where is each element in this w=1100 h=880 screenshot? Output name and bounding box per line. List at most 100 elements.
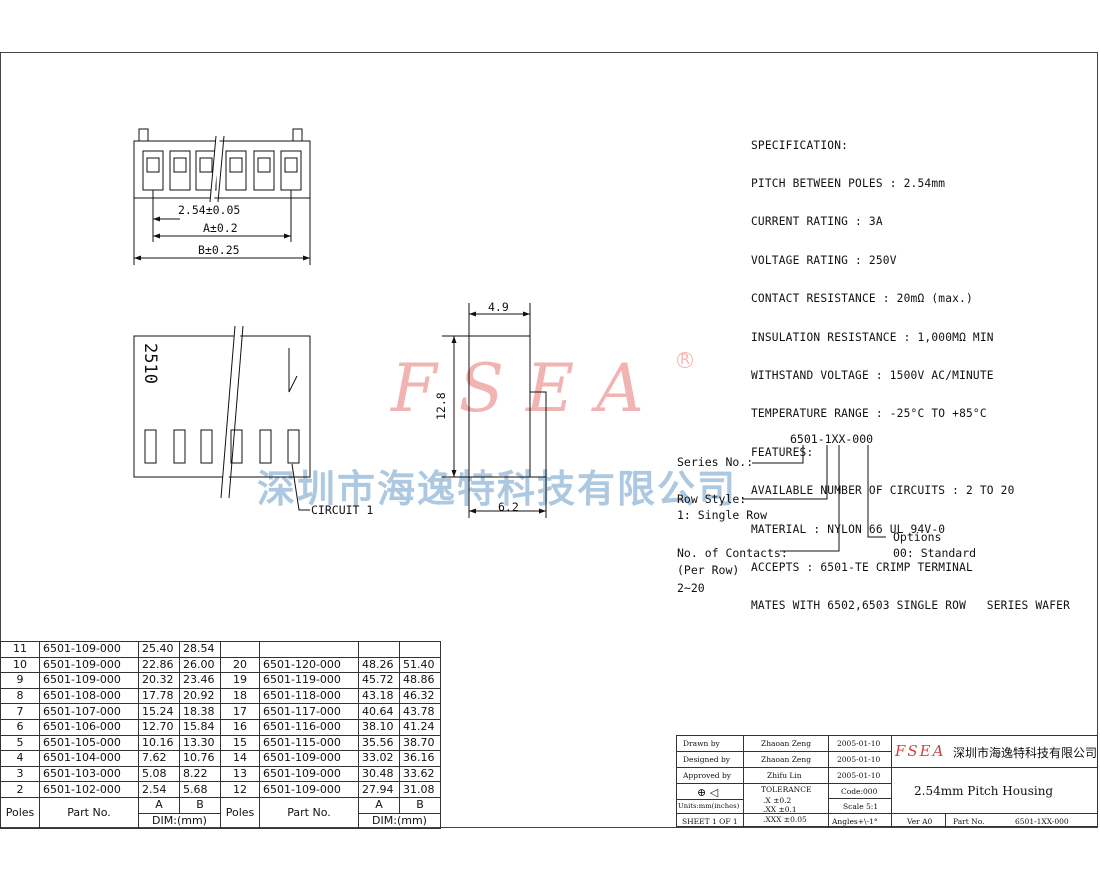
header-b: B (179, 796, 221, 814)
spec-line: MATES WITH 6502,6503 SINGLE ROW SERIES W… (751, 599, 1071, 613)
table-cell: 17 (220, 703, 260, 720)
title-block: Drawn by Zhaoan Zeng 2005-01-10 Designed… (676, 735, 1098, 828)
header-part-no: Part No. (259, 796, 359, 830)
table-cell: 6501-109-000 (39, 641, 139, 658)
dim-pitch: 2.54±0.05 (178, 203, 241, 217)
header-a: A (358, 796, 400, 814)
dim-a: A±0.2 (203, 221, 238, 235)
table-cell: 36.16 (399, 750, 441, 767)
options-value: 00: Standard (893, 546, 977, 560)
table-cell: 48.86 (399, 672, 441, 689)
title-block-company: 深圳市海逸特科技有限公司 (953, 746, 1098, 760)
table-cell: 40.64 (358, 703, 400, 720)
table-cell: 22.86 (138, 656, 180, 674)
tol-xxx: .XXX ±0.05 (763, 815, 807, 824)
spec-line: AVAILABLE NUMBER OF CIRCUITS : 2 TO 20 (751, 484, 1015, 498)
tol-x: .X ±0.2 (763, 796, 792, 805)
table-cell: 19 (220, 672, 260, 689)
table-cell: 17.78 (138, 687, 180, 705)
contacts-sub: (Per Row) (677, 563, 740, 577)
tolerance-label: TOLERANCE (761, 785, 812, 794)
table-cell: 51.40 (399, 656, 441, 674)
row-style-label: Row Style: (677, 492, 747, 506)
table-cell: 18.38 (179, 703, 221, 720)
table-cell: 10.16 (138, 734, 180, 752)
header-b: B (399, 796, 441, 814)
table-cell: 28.54 (179, 641, 221, 658)
table-cell: 48.26 (358, 656, 400, 674)
header-poles: Poles (220, 796, 260, 830)
designed-date: 2005-01-10 (837, 755, 881, 764)
code-label: Code:000 (841, 787, 878, 796)
table-cell (259, 641, 359, 658)
table-cell: 6501-109-000 (259, 765, 359, 783)
front-view-windows (144, 429, 300, 464)
spec-line: VOLTAGE RATING : 250V (751, 253, 897, 267)
part-no-value: 6501-1XX-000 (1015, 817, 1069, 826)
table-cell: 9 (0, 672, 40, 689)
front-view-body (133, 335, 311, 478)
drawing-title: 2.54mm Pitch Housing (914, 784, 1054, 798)
table-cell: 12 (220, 781, 260, 798)
part-no-label: Part No. (953, 817, 985, 826)
sheet-label: SHEET 1 OF 1 (682, 817, 738, 826)
table-cell: 8.22 (179, 765, 221, 783)
title-block-logo: FSEA (895, 742, 946, 760)
table-cell: 6501-105-000 (39, 734, 139, 752)
projection-icon: ⊕ ◁ (697, 786, 719, 799)
spec-line: ACCEPTS : 6501-TE CRIMP TERMINAL (751, 560, 973, 574)
table-cell: 8 (0, 687, 40, 705)
table-cell: 5 (0, 734, 40, 752)
table-cell (220, 641, 260, 658)
angles-label: Angles+\-1° (832, 817, 878, 826)
table-cell: 15.84 (179, 718, 221, 736)
table-cell: 46.32 (399, 687, 441, 705)
units-label: Units:mm(inches) (678, 802, 740, 810)
series-label: Series No.: (677, 455, 754, 469)
table-cell: 20.92 (179, 687, 221, 705)
header-poles: Poles (0, 796, 40, 830)
table-cell: 6501-120-000 (259, 656, 359, 674)
table-cell: 26.00 (179, 656, 221, 674)
table-cell: 6501-109-000 (259, 750, 359, 767)
table-cell: 43.18 (358, 687, 400, 705)
dim-depth: 6.2 (498, 500, 519, 514)
table-cell: 41.24 (399, 718, 441, 736)
table-cell: 4 (0, 750, 40, 767)
table-cell (399, 641, 441, 658)
top-view-cavities (142, 150, 302, 191)
contacts-label: No. of Contacts: (677, 546, 788, 560)
approved-date: 2005-01-10 (837, 771, 881, 780)
circuit-label: CIRCUIT 1 (311, 503, 374, 517)
row-style-value: 1: Single Row (677, 508, 768, 522)
table-cell: 6501-104-000 (39, 750, 139, 767)
table-cell: 6501-103-000 (39, 765, 139, 783)
spec-line: TEMPERATURE RANGE : -25°C TO +85°C (751, 407, 987, 421)
part-code: 6501-1XX-000 (790, 432, 874, 446)
specification-block: SPECIFICATION: PITCH BETWEEN POLES : 2.5… (751, 114, 1070, 626)
table-cell: 13 (220, 765, 260, 783)
table-cell: 6501-118-000 (259, 687, 359, 705)
table-cell: 25.40 (138, 641, 180, 658)
table-cell: 6501-106-000 (39, 718, 139, 736)
table-cell: 20.32 (138, 672, 180, 689)
drawn-date: 2005-01-10 (837, 739, 881, 748)
table-cell: 15 (220, 734, 260, 752)
table-cell: 15.24 (138, 703, 180, 720)
dim-height: 12.8 (434, 392, 448, 420)
table-cell (358, 641, 400, 658)
table-cell: 38.70 (399, 734, 441, 752)
drawn-label: Drawn by (683, 739, 720, 748)
table-cell: 10.76 (179, 750, 221, 767)
table-cell: 35.56 (358, 734, 400, 752)
scale-label: Scale 5:1 (843, 802, 879, 811)
table-cell: 20 (220, 656, 260, 674)
spec-line: PITCH BETWEEN POLES : 2.54mm (751, 176, 946, 190)
dim-width: 4.9 (488, 300, 509, 314)
